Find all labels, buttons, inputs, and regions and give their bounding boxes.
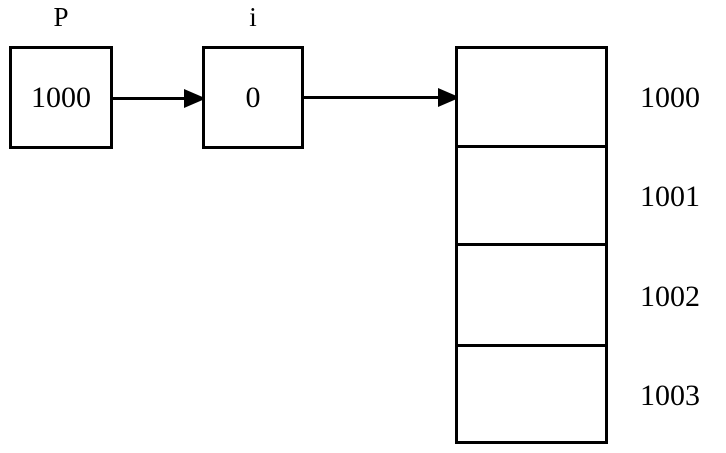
- memory-address-label-1002: 1002: [640, 280, 700, 313]
- memory-cell-1003: [458, 347, 605, 441]
- memory-address-labels: 1000 1001 1002 1003: [620, 46, 726, 444]
- variable-label-p: P: [53, 2, 69, 32]
- memory-cell-1001: [458, 148, 605, 246]
- variable-label-i: i: [249, 2, 257, 32]
- variable-box-p: 1000: [9, 46, 113, 149]
- variable-value-p: 1000: [31, 80, 91, 114]
- variable-box-i: 0: [202, 46, 304, 149]
- memory-column: [455, 46, 608, 444]
- memory-cell-1002: [458, 246, 605, 347]
- memory-address-label-1000: 1000: [640, 81, 700, 114]
- arrow-right-icon-p-to-i: [110, 89, 206, 108]
- memory-address-label-1001: 1001: [640, 180, 700, 213]
- variable-value-i: 0: [245, 80, 261, 114]
- arrow-right-icon-i-to-memory: [301, 88, 460, 107]
- memory-address-label-1003: 1003: [640, 379, 700, 412]
- memory-cell-1000: [458, 49, 605, 148]
